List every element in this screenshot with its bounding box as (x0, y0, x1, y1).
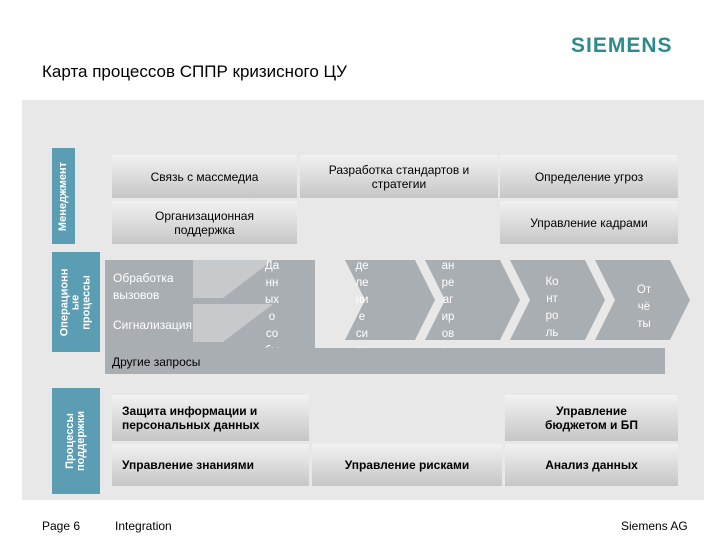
chevron-label-3: анреагирован (441, 260, 455, 348)
chevron-shape-2 (320, 260, 435, 340)
chevron-shape-3 (405, 260, 520, 340)
chevron-label-1: Данныхособы (264, 260, 280, 348)
box-hr-management: Управление кадрами (500, 201, 678, 244)
footer-company: Siemens AG (621, 519, 688, 533)
siemens-logo: SIEMENS (571, 34, 673, 57)
chevron-shape-5 (575, 260, 690, 340)
chevron-shape-4 (490, 260, 605, 340)
box-threat-detection: Определение угроз (500, 155, 678, 198)
section-label-operational: Операционн ые процессы (52, 252, 100, 352)
section-label-support: Процессы поддержки (52, 388, 100, 494)
chevron-shape-1 (105, 260, 315, 350)
box-knowledge-management: Управление знаниями (112, 444, 309, 486)
box-media-relations: Связь с массмедиа (112, 155, 297, 198)
process-other-requests: Другие запросы (112, 355, 201, 369)
box-data-analysis: Анализ данных (505, 444, 678, 486)
footer-section: Integration (115, 519, 172, 533)
slide-header (22, 28, 704, 98)
chevron-label-2: делениеситу (355, 260, 369, 348)
page-number: Page 6 (42, 519, 81, 533)
process-chevrons (105, 260, 690, 350)
process-signaling: Сигнализация (113, 318, 193, 332)
signaling-arrow (193, 304, 273, 342)
slide-title: Карта процессов СППР кризисного ЦУ (42, 62, 347, 81)
calls-arrow (193, 260, 273, 298)
section-label-management: Менеджмент (52, 148, 75, 244)
box-risk-management: Управление рисками (312, 444, 502, 486)
process-strip (105, 348, 665, 374)
